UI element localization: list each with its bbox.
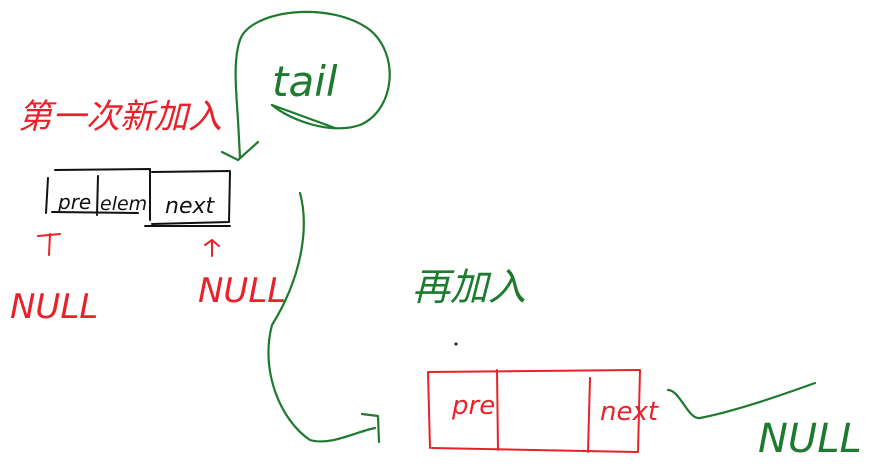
null-label-left: NULL <box>10 287 98 327</box>
node-1-elem: elem <box>100 193 147 215</box>
next-to-null-line <box>666 381 817 420</box>
tail-circle-left-stroke <box>234 38 242 160</box>
node-2: pre next <box>427 369 659 453</box>
tail-arrow-head <box>220 140 260 162</box>
connector-curve <box>267 191 377 443</box>
again-insert-label: 再加入 <box>412 265 526 309</box>
null-label-right: NULL <box>758 416 862 462</box>
node-2-pre: pre <box>451 391 495 421</box>
node-2-outline <box>427 369 641 453</box>
first-insert-label: 第一次新加入 <box>18 97 222 137</box>
tail-circle-tick <box>270 103 337 130</box>
tail-circle <box>238 10 391 130</box>
pre-arrow-1 <box>37 233 61 256</box>
node-2-next: next <box>600 397 659 427</box>
connector-arrow-head <box>360 412 381 444</box>
node-1-next: next <box>165 194 215 219</box>
node-1-pre: pre <box>57 190 91 214</box>
next-arrow-1 <box>204 239 220 257</box>
node-1-outline <box>45 168 231 227</box>
null-label-mid: NULL <box>198 271 286 311</box>
tail-label: tail <box>272 57 338 106</box>
node-1: pre elem next <box>45 168 231 227</box>
stray-dot <box>454 342 458 346</box>
